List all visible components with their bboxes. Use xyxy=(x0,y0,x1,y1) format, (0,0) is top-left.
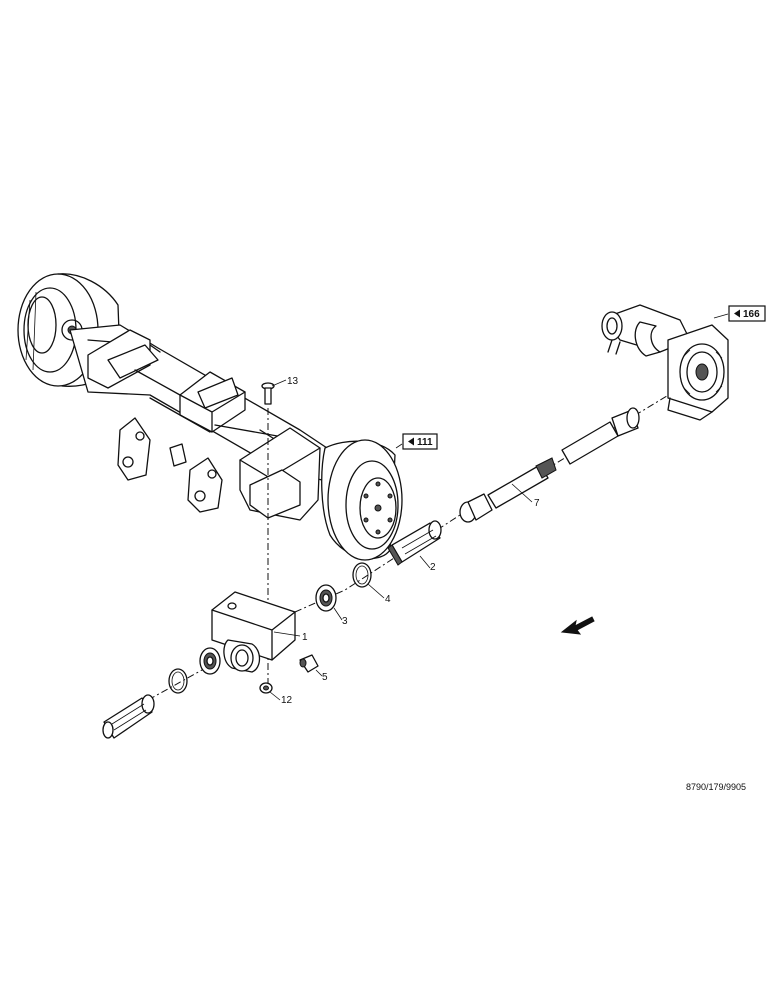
callout-3: 3 xyxy=(342,616,348,627)
callout-13: 12 xyxy=(281,695,293,706)
leader-lines xyxy=(269,313,729,701)
direction-arrow xyxy=(560,616,595,635)
gearbox-housing xyxy=(211,591,296,673)
bearing-3 xyxy=(315,584,337,612)
axle-mount-bracket xyxy=(239,427,321,521)
reference-label-111: 111 xyxy=(417,437,433,448)
document-number: 8790/179/9905 xyxy=(686,782,746,792)
reference-box-166[interactable]: 166 xyxy=(728,305,766,322)
bearing-lower xyxy=(199,647,221,675)
bolt-12 xyxy=(261,382,275,405)
right-wheel-hub xyxy=(321,439,403,561)
right-angle-gearbox xyxy=(601,304,729,421)
circlip-4 xyxy=(352,562,372,588)
splined-stub-shaft xyxy=(102,694,155,739)
plug-5 xyxy=(299,654,319,673)
callout-4: 4 xyxy=(385,594,391,605)
callout-7: 7 xyxy=(534,498,540,509)
circlip-lower xyxy=(168,668,188,694)
axle-beam xyxy=(69,324,331,481)
reference-label-166: 166 xyxy=(743,309,760,320)
nut-13 xyxy=(259,682,273,694)
reference-box-111[interactable]: 111 xyxy=(402,433,438,450)
drive-shaft-7 xyxy=(459,407,640,523)
callout-1: 1 xyxy=(302,632,308,643)
callout-2: 2 xyxy=(430,562,436,573)
callout-5: 5 xyxy=(322,672,328,683)
callout-12: 13 xyxy=(287,376,299,387)
link-brackets xyxy=(117,417,223,513)
splined-shaft-2 xyxy=(387,520,442,566)
